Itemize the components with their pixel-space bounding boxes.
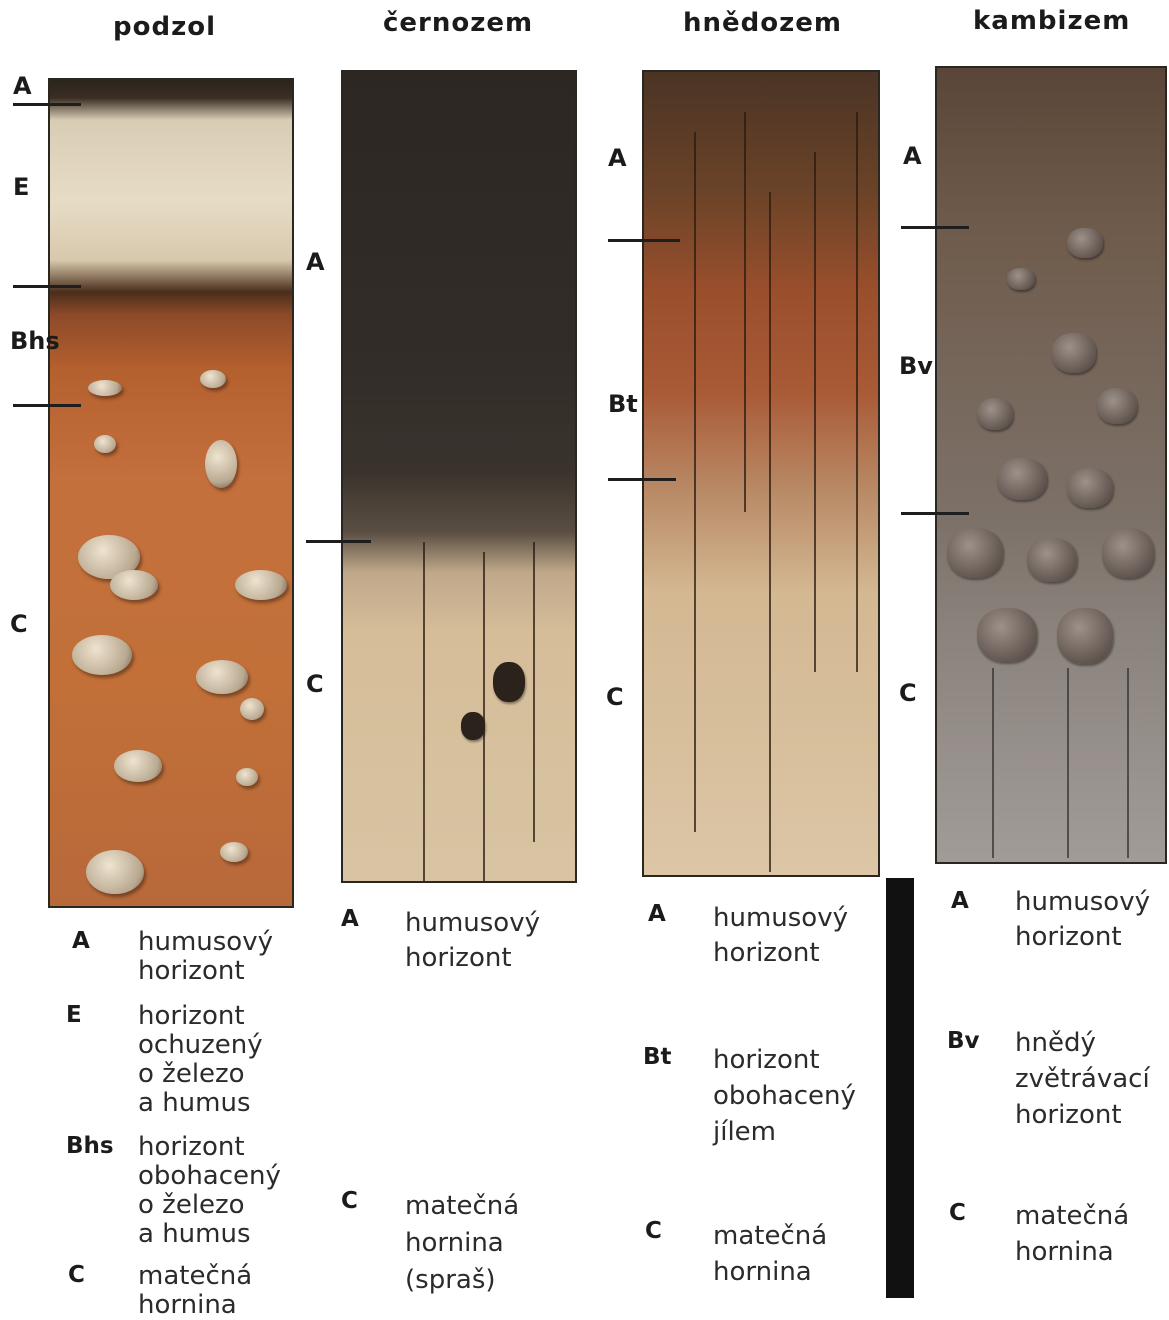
stone xyxy=(1057,608,1113,664)
legend-code: C xyxy=(645,1218,662,1244)
legend-code: C xyxy=(949,1200,966,1226)
cernozem-horizon-label: C xyxy=(306,670,324,698)
stone xyxy=(947,528,1003,578)
stone xyxy=(114,750,162,782)
crack xyxy=(533,542,535,842)
horizon-boundary-line xyxy=(13,285,81,288)
legend-description: matečná hornina xyxy=(1015,1198,1129,1270)
horizon-boundary-line xyxy=(306,540,371,543)
crack xyxy=(856,112,858,672)
stone xyxy=(1027,538,1077,582)
cernozem-profile-image xyxy=(341,70,577,883)
kambizem-horizon-label: Bv xyxy=(899,352,933,380)
legend-code: A xyxy=(951,888,969,914)
legend-code: A xyxy=(72,928,90,954)
legend-description: humusový horizont xyxy=(405,906,540,976)
legend-description: horizont obohacený jílem xyxy=(713,1042,856,1150)
legend-description: horizont obohacený o železo a humus xyxy=(138,1133,281,1249)
legend-code: C xyxy=(68,1262,85,1288)
dark-nodule xyxy=(461,712,485,740)
legend-description: matečná hornina xyxy=(713,1218,827,1290)
stone xyxy=(220,842,248,862)
crack xyxy=(744,112,746,512)
stone xyxy=(977,398,1013,430)
stone xyxy=(997,458,1047,500)
crack xyxy=(1067,668,1069,858)
stone xyxy=(977,608,1037,662)
stone xyxy=(1097,388,1137,424)
legend-description: matečná hornina (spraš) xyxy=(405,1188,519,1299)
crack xyxy=(1127,668,1129,858)
legend-description: matečná hornina xyxy=(138,1262,252,1320)
hnedozem-horizon-label: Bt xyxy=(608,390,638,418)
stone xyxy=(1007,268,1035,290)
hnedozem-horizon-label: A xyxy=(608,144,627,172)
crack xyxy=(694,132,696,832)
stone xyxy=(86,850,144,894)
stone xyxy=(205,440,237,488)
kambizem-horizon-label: A xyxy=(903,142,922,170)
kambizem-title: kambizem xyxy=(973,6,1130,36)
stone xyxy=(1102,528,1154,578)
dark-nodule xyxy=(493,662,525,702)
stone xyxy=(1067,228,1103,258)
cernozem-title: černozem xyxy=(383,8,533,38)
stone xyxy=(236,768,258,786)
legend-code: A xyxy=(648,901,666,927)
horizon-boundary-line xyxy=(608,478,676,481)
legend-description: horizont ochuzený o železo a humus xyxy=(138,1002,263,1118)
horizon-boundary-line xyxy=(608,239,680,242)
crack xyxy=(814,152,816,672)
crack xyxy=(769,192,771,872)
crack xyxy=(992,668,994,858)
stone xyxy=(88,380,122,396)
horizon-boundary-line xyxy=(13,404,81,407)
podzol-title: podzol xyxy=(113,12,216,42)
legend-code: C xyxy=(341,1188,358,1214)
legend-code: A xyxy=(341,906,359,932)
stone xyxy=(200,370,226,388)
stone xyxy=(110,570,158,600)
stone xyxy=(72,635,132,675)
stone xyxy=(235,570,287,600)
podzol-horizon-label: C xyxy=(10,610,28,638)
stone xyxy=(196,660,248,694)
podzol-profile-image xyxy=(48,78,294,908)
podzol-horizon-label: E xyxy=(13,173,29,201)
legend-description: humusový horizont xyxy=(138,928,273,986)
horizon-boundary-line xyxy=(901,226,969,229)
kambizem-profile-image xyxy=(935,66,1167,864)
legend-code: Bt xyxy=(643,1044,672,1070)
legend-description: humusový horizont xyxy=(1015,885,1150,955)
stone xyxy=(94,435,116,453)
podzol-horizon-label: Bhs xyxy=(10,327,60,355)
legend-description: hnědý zvětrávací horizont xyxy=(1015,1025,1150,1133)
vertical-divider xyxy=(886,878,914,1298)
horizon-boundary-line xyxy=(901,512,969,515)
kambizem-horizon-label: C xyxy=(899,679,917,707)
stone xyxy=(1052,333,1096,373)
hnedozem-horizon-label: C xyxy=(606,683,624,711)
crack xyxy=(423,542,425,882)
cernozem-horizon-label: A xyxy=(306,248,325,276)
horizon-boundary-line xyxy=(13,103,81,106)
podzol-horizon-label: A xyxy=(13,72,32,100)
legend-description: humusový horizont xyxy=(713,901,848,971)
hnedozem-title: hnědozem xyxy=(683,8,842,38)
legend-code: Bhs xyxy=(66,1133,114,1159)
legend-code: Bv xyxy=(947,1028,980,1054)
stone xyxy=(1067,468,1113,508)
hnedozem-profile-image xyxy=(642,70,880,877)
stone xyxy=(240,698,264,720)
legend-code: E xyxy=(66,1002,82,1028)
